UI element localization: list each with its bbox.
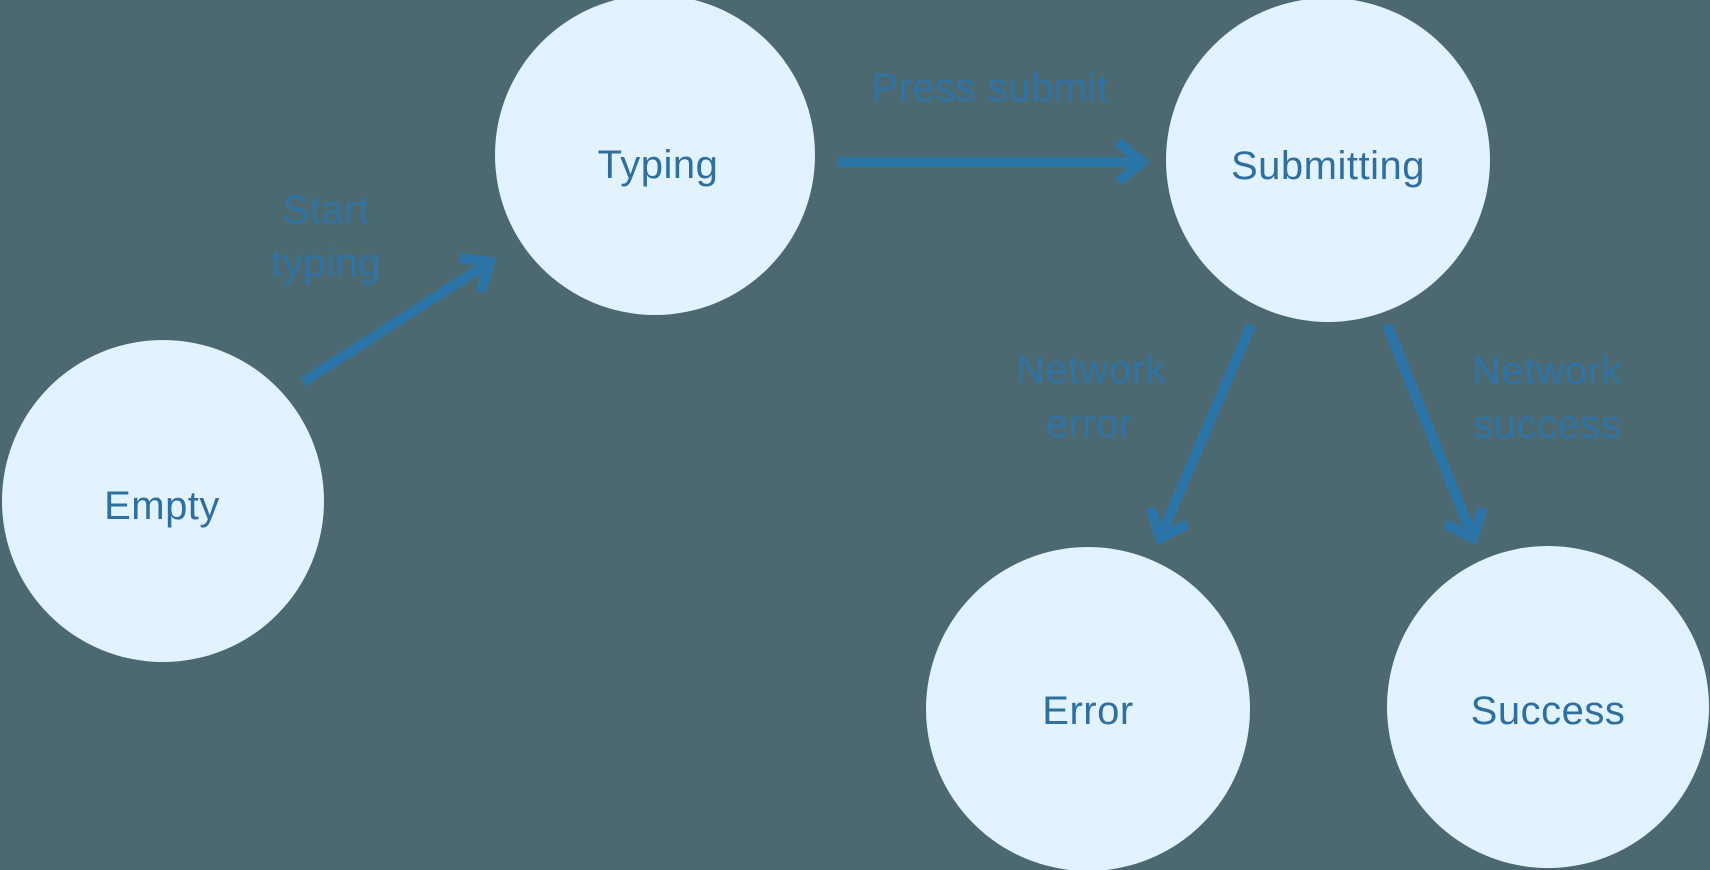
arrow-head-icon (1115, 138, 1150, 186)
arrow-head-icon (1443, 506, 1488, 546)
edge-empty-typing (300, 253, 497, 387)
node-submitting: Submitting (1166, 0, 1490, 322)
edge-empty-typing-line (300, 257, 493, 387)
edge-submitting-error (1146, 323, 1256, 546)
edge-label-press-submit: Press submit (871, 66, 1108, 110)
edge-typing-submitting (837, 138, 1150, 186)
edge-label-line: typing (271, 241, 381, 285)
edge-submitting-error-line (1155, 323, 1256, 540)
edge-label-line: Press submit (871, 66, 1108, 110)
node-empty-label: Empty (104, 484, 220, 528)
node-error: Error (926, 547, 1250, 870)
edge-label-line: success (1473, 403, 1621, 447)
node-error-circle (926, 547, 1250, 870)
edge-label-network-error: Network error (1016, 348, 1167, 446)
edge-submitting-success-line (1382, 323, 1478, 540)
node-empty: Empty (2, 340, 324, 662)
node-typing-label: Typing (598, 143, 719, 187)
node-submitting-circle (1166, 0, 1490, 322)
node-error-label: Error (1042, 689, 1133, 733)
node-typing: Typing (495, 0, 815, 315)
edge-label-line: Network (1472, 349, 1623, 393)
node-success-circle (1387, 546, 1709, 868)
edge-label-network-success: Network success (1472, 349, 1623, 447)
node-empty-circle (2, 340, 324, 662)
node-success: Success (1387, 546, 1709, 868)
node-typing-circle (495, 0, 815, 315)
edge-submitting-success (1382, 323, 1488, 546)
arrow-head-icon (1146, 506, 1190, 546)
node-success-label: Success (1471, 689, 1626, 733)
edge-label-line: Start (283, 188, 370, 232)
arrow-head-icon (458, 253, 497, 294)
node-submitting-label: Submitting (1231, 144, 1425, 188)
edge-label-line: error (1046, 402, 1133, 446)
edge-label-start-typing: Start typing (271, 188, 381, 285)
edge-label-line: Network (1016, 348, 1167, 392)
